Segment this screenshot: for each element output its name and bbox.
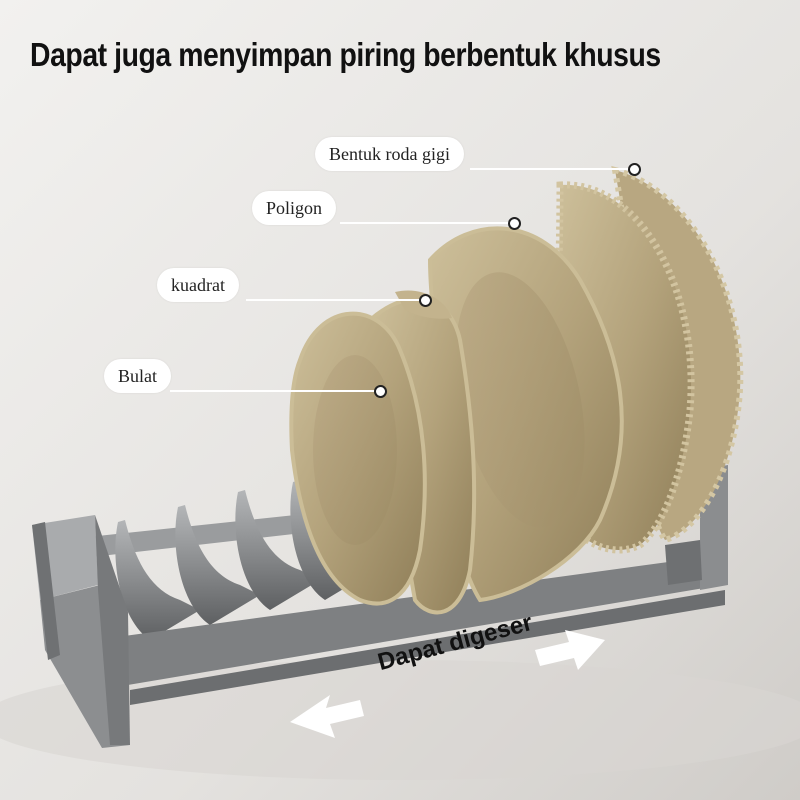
rack-divider (175, 505, 260, 625)
callout-square: kuadrat (157, 268, 239, 302)
plates (289, 165, 744, 615)
callout-polygon-line (340, 222, 510, 224)
rack-divider (115, 520, 200, 640)
callout-polygon-dot (508, 217, 521, 230)
arrow-right-icon (535, 630, 605, 670)
callout-round: Bulat (104, 359, 171, 393)
callout-round-line (170, 390, 376, 392)
arrow-left-icon (290, 695, 364, 738)
rack-divider (235, 490, 320, 610)
callout-square-dot (419, 294, 432, 307)
headline: Dapat juga menyimpan piring berbentuk kh… (30, 36, 661, 73)
callout-gear: Bentuk roda gigi (315, 137, 464, 171)
callout-square-line (246, 299, 420, 301)
slide-arrows (290, 630, 605, 738)
callout-gear-line (470, 168, 630, 170)
callout-polygon: Poligon (252, 191, 337, 225)
callout-gear-dot (628, 163, 641, 176)
callout-round-dot (374, 385, 387, 398)
